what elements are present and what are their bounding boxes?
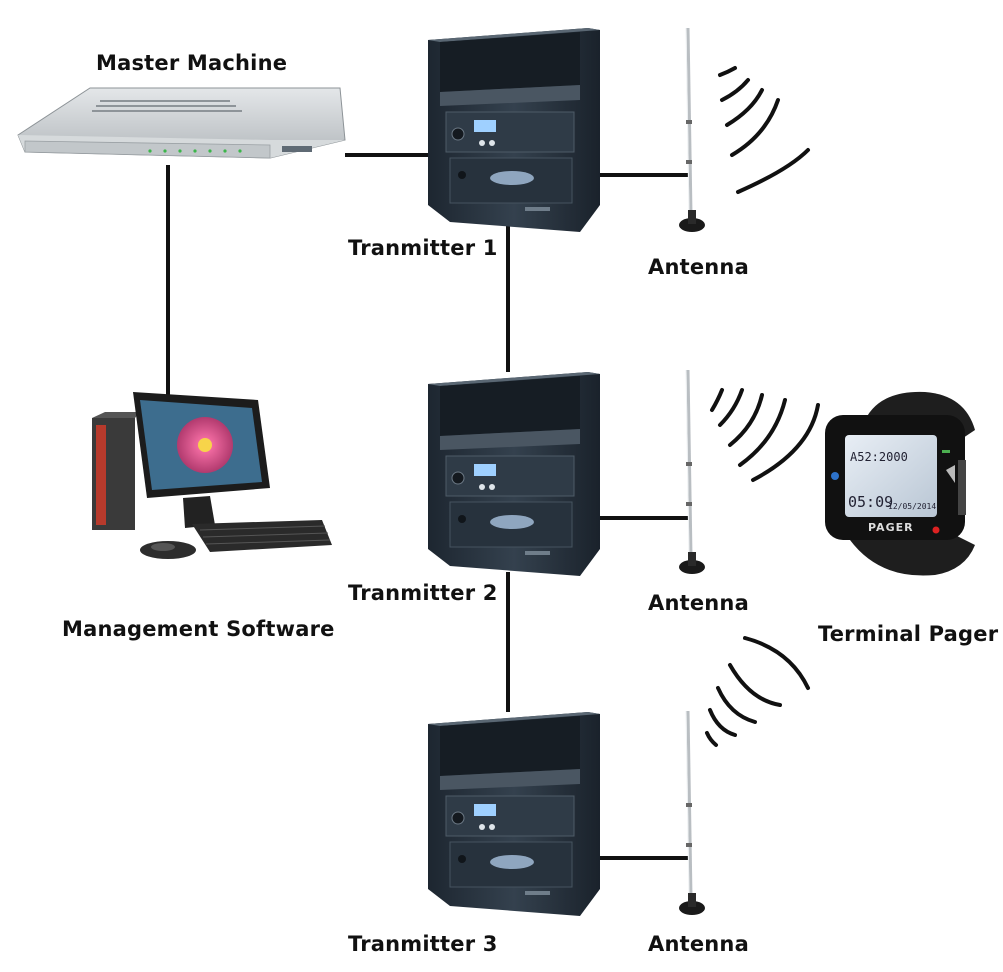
label-transmitter-3: Tranmitter 3 — [348, 932, 498, 956]
label-transmitter-2: Tranmitter 2 — [348, 581, 498, 605]
pager-time: 05:09 — [848, 493, 894, 511]
pager-watch-icon — [825, 391, 975, 576]
label-transmitter-1: Tranmitter 1 — [348, 236, 498, 260]
label-master-machine: Master Machine — [96, 51, 288, 75]
signal-waves-icon — [710, 388, 820, 482]
antenna-icon — [679, 27, 705, 232]
connection-lines — [166, 153, 688, 860]
computer-icon — [92, 392, 332, 559]
label-antenna-3: Antenna — [648, 932, 749, 956]
label-antenna-1: Antenna — [648, 255, 749, 279]
transmitter-icon — [428, 28, 600, 232]
label-management-software: Management Software — [62, 617, 335, 641]
label-terminal-pager: Terminal Pager — [818, 622, 999, 646]
master-machine-icon — [17, 87, 346, 159]
label-antenna-2: Antenna — [648, 591, 749, 615]
signal-waves-icon — [705, 636, 810, 747]
pager-screen-top: A52:2000 — [850, 450, 908, 464]
pager-date: 12/05/2014 — [888, 502, 937, 511]
pager-brand: PAGER — [868, 521, 914, 534]
signal-waves-icon — [718, 66, 810, 194]
